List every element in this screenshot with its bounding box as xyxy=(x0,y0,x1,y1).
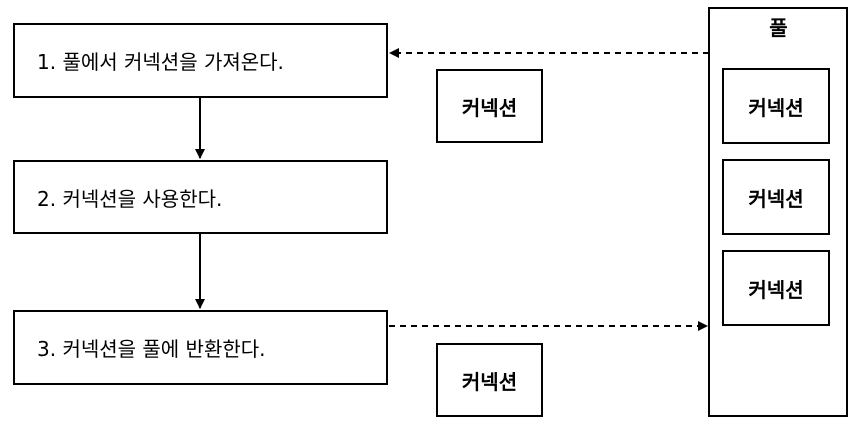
pool-connection-box-1: 커넥션 xyxy=(722,68,830,144)
returned-connection-box: 커넥션 xyxy=(436,343,543,417)
taken-connection-box: 커넥션 xyxy=(436,69,543,143)
pool-connection-label-2: 커넥션 xyxy=(748,186,804,211)
step-2-label: 2. 커넥션을 사용한다. xyxy=(37,186,223,211)
step-1-label: 1. 풀에서 커넥션을 가져온다. xyxy=(37,50,284,74)
taken-connection-label: 커넥션 xyxy=(461,95,518,120)
step-2-box: 2. 커넥션을 사용한다. xyxy=(13,160,388,234)
step-1-box: 1. 풀에서 커넥션을 가져온다. xyxy=(13,23,388,98)
pool-connection-box-3: 커넥션 xyxy=(722,250,830,326)
step-3-label: 3. 커넥션을 풀에 반환한다. xyxy=(37,337,266,361)
step-3-box: 3. 커넥션을 풀에 반환한다. xyxy=(13,310,388,385)
returned-connection-label: 커넥션 xyxy=(461,369,518,394)
pool-connection-box-2: 커넥션 xyxy=(722,159,830,235)
pool-connection-label-1: 커넥션 xyxy=(748,95,804,120)
pool-title: 풀 xyxy=(769,16,788,40)
pool-connection-label-3: 커넥션 xyxy=(748,277,804,302)
